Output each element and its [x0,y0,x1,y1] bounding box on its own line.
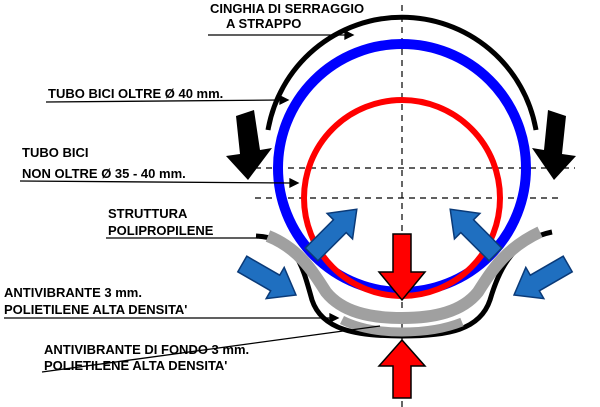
strap-band [265,14,539,131]
strap-arrow-left [226,110,272,180]
tube-small-label-line2: NON OLTRE Ø 35 - 40 mm. [22,166,186,181]
strap-label-line2: A STRAPPO [226,16,301,31]
force-arrow-center-up [377,338,427,399]
strap-arrow-right [532,110,576,180]
antivibration-pad [265,226,543,325]
tube-large-label: TUBO BICI OLTRE Ø 40 mm. [48,86,223,101]
force-arrow-lower-left [236,255,298,300]
antivibration-bottom-label-line2: POLIETILENE ALTA DENSITA' [44,358,227,373]
force-arrow-upper-right [449,208,503,262]
structure-label-line1: STRUTTURA [108,206,188,221]
antivibration-label-line1: ANTIVIBRANTE 3 mm. [4,285,142,300]
leader-lines [4,29,381,373]
strap-arrows [226,110,576,180]
strap-label-line1: CINGHIA DI SERRAGGIO [210,1,364,16]
antivibration-bottom-label-line1: ANTIVIBRANTE DI FONDO 3 mm. [44,342,249,357]
force-arrow-upper-left [304,208,358,262]
force-arrow-lower-right [512,255,574,300]
structure-label-line2: POLIPROPILENE [108,223,214,238]
antivibration-label-line2: POLIETILENE ALTA DENSITA' [4,302,187,317]
force-arrow-center-down [377,233,427,302]
center-force-arrows [377,233,427,399]
side-force-arrows [236,208,574,300]
tube-small-label-line1: TUBO BICI [22,145,88,160]
antivibration-bottom-pad [339,315,464,337]
